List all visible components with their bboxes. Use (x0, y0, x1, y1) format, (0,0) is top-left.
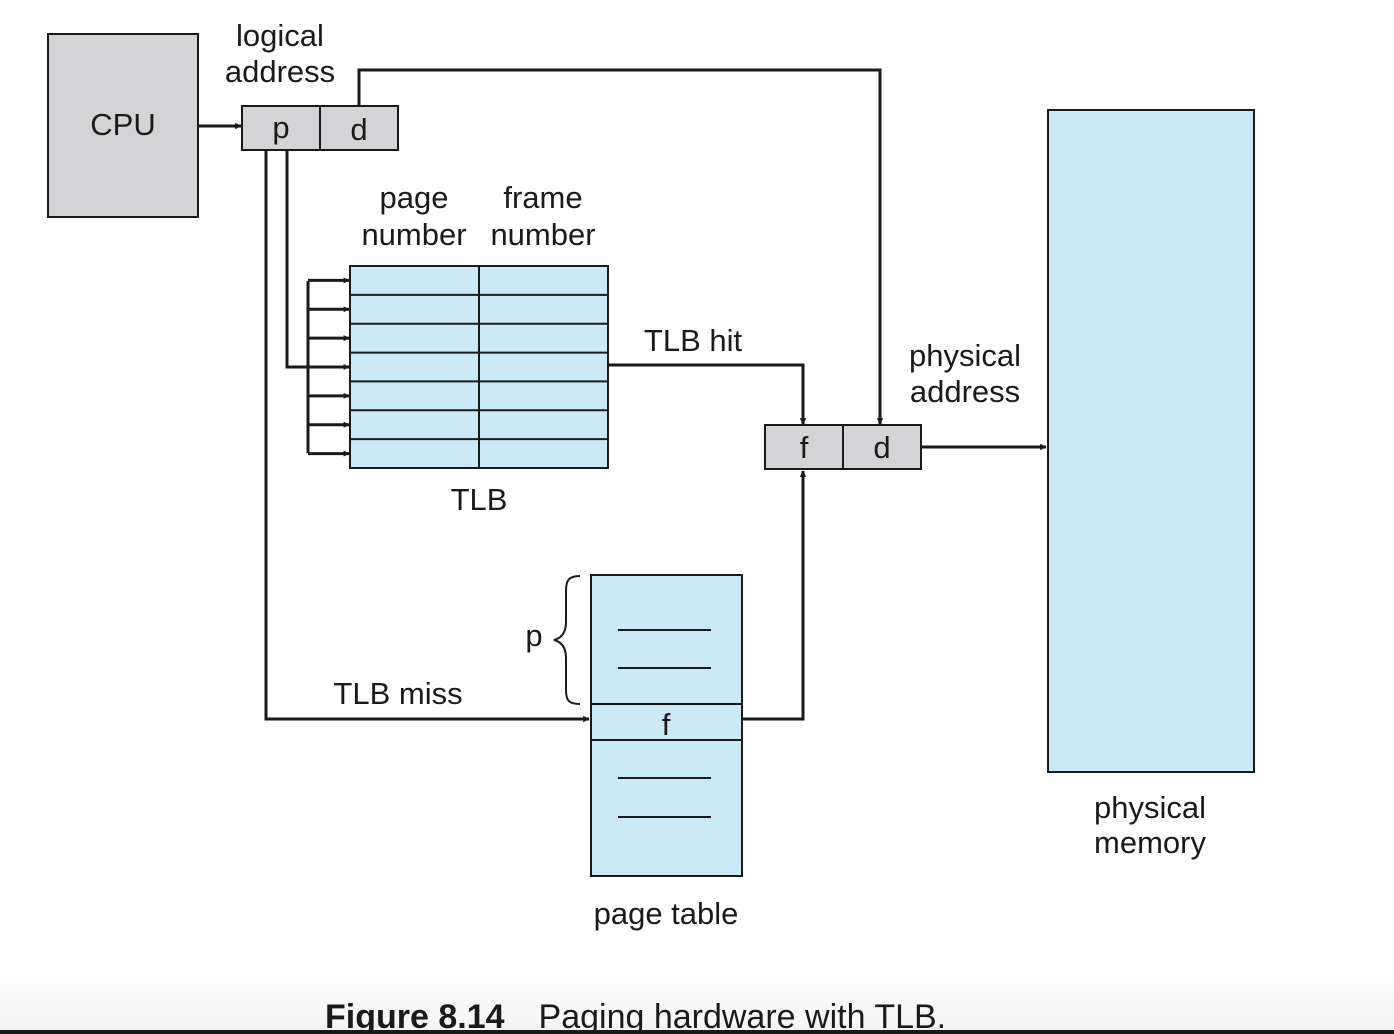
tlb-miss-arrow (264, 150, 590, 723)
physical-address-register: f d (764, 424, 922, 470)
offset-path-arrow (357, 68, 884, 425)
page-table-brace-p: p (525, 618, 542, 653)
physical-memory-label: physical memory (1094, 790, 1206, 860)
physical-address-label-line2: address (910, 374, 1020, 409)
page-table-label: page table (594, 896, 739, 931)
figure-caption: Figure 8.14 Paging hardware with TLB. (325, 998, 947, 1034)
figure-title: Paging hardware with TLB. (538, 998, 947, 1034)
cpu-label: CPU (90, 107, 155, 142)
physical-memory-box (1047, 109, 1255, 773)
tlb-table (349, 265, 609, 469)
tlb-headers: page number frame number (361, 180, 595, 252)
physical-address-f: f (800, 430, 809, 465)
logical-address-label-line1: logical (236, 18, 324, 53)
tlb-hit-arrow (608, 363, 807, 425)
physical-address-label-line1: physical (909, 338, 1021, 373)
figure-number: Figure 8.14 (325, 998, 505, 1034)
tlb-header-frame-line2: number (490, 217, 595, 252)
tlb-hit-label: TLB hit (644, 323, 743, 358)
page-table-brace (553, 575, 581, 705)
page-table-entry-f: f (662, 707, 671, 742)
logical-address-d: d (350, 112, 367, 147)
logical-address-p: p (272, 110, 289, 145)
tlb-miss-label: TLB miss (333, 676, 462, 711)
tlb-label: TLB (451, 482, 508, 517)
physical-memory-label-line1: physical (1094, 790, 1206, 825)
logical-address-register: p d (241, 105, 399, 151)
figure-caption-strip: Figure 8.14 Paging hardware with TLB. (0, 968, 1394, 1034)
physical-address-label: physical address (909, 338, 1021, 409)
logical-address-label: logical address (225, 18, 335, 89)
tlb-lookup-arrows (285, 150, 350, 457)
logical-address-label-line2: address (225, 54, 335, 89)
tlb-header-frame-line1: frame (503, 180, 582, 215)
page-table-to-frame-arrow (742, 470, 807, 721)
physical-memory-label-line2: memory (1094, 825, 1206, 860)
page-table-entry (590, 703, 743, 741)
cpu-box: CPU (47, 33, 199, 218)
tlb-header-page-line1: page (380, 180, 449, 215)
page-table: f (590, 574, 743, 877)
tlb-header-page-line2: number (361, 217, 466, 252)
physical-address-d: d (873, 430, 890, 465)
